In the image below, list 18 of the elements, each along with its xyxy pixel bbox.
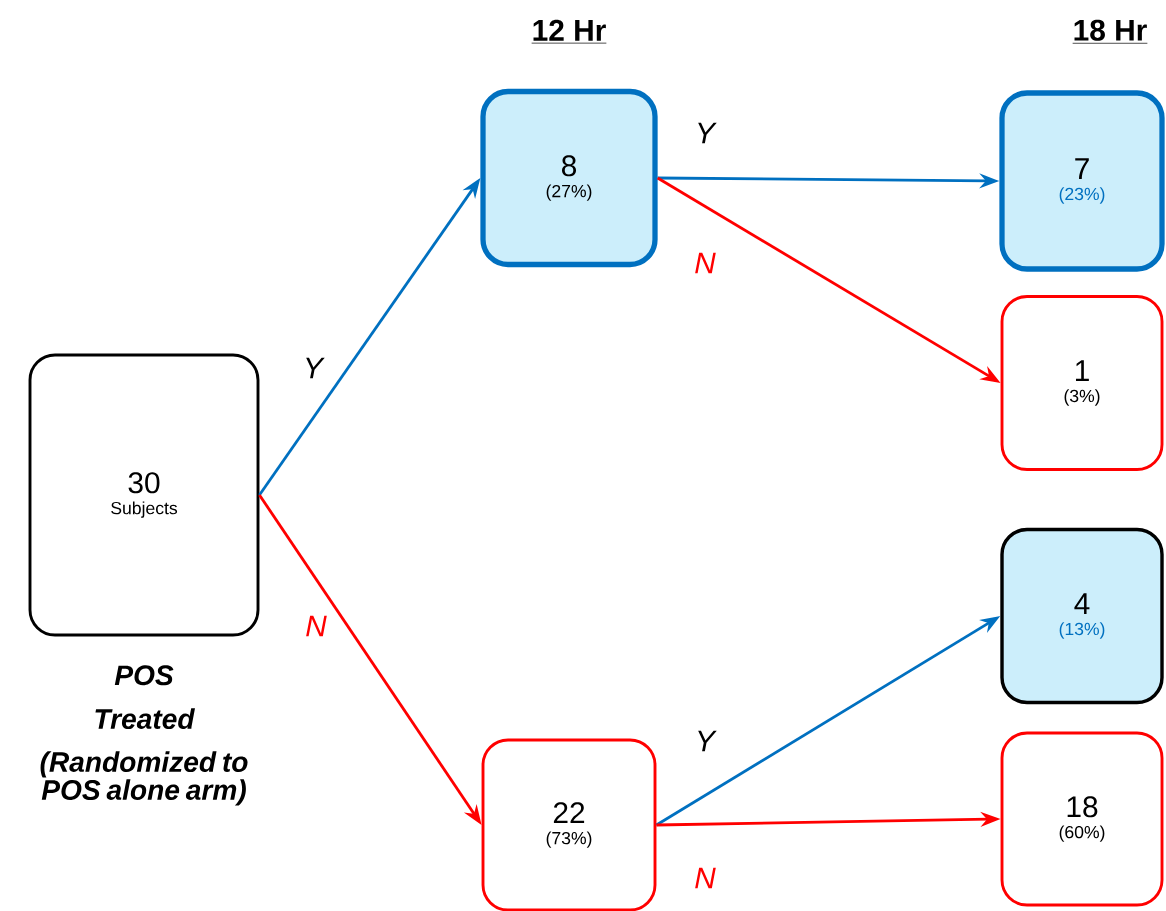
flow-box: 30 Subjects xyxy=(28,353,260,637)
edge-label: N xyxy=(306,615,327,637)
edge-label: N xyxy=(695,252,716,274)
caption-text: Treated xyxy=(95,708,195,729)
flow-box: 8 (27%) xyxy=(480,88,658,268)
column-heading: 12 Hr xyxy=(531,19,607,44)
edge-label: Y xyxy=(306,357,325,379)
flow-box: 4 (13%) xyxy=(1000,527,1164,705)
flow-box: 1 (3%) xyxy=(1000,295,1164,471)
flow-box: 7 (23%) xyxy=(999,90,1165,272)
edge-label: N xyxy=(695,867,716,889)
edge-label: Y xyxy=(698,122,717,144)
flow-box: 22 (73%) xyxy=(481,738,657,911)
flow-box: 18 (60%) xyxy=(1000,731,1164,907)
caption-text: (Randomized to POS alone arm) xyxy=(40,751,248,806)
column-heading: 18 Hr xyxy=(1072,19,1148,44)
caption-text: POS xyxy=(114,665,174,686)
edge-label: Y xyxy=(698,730,717,752)
